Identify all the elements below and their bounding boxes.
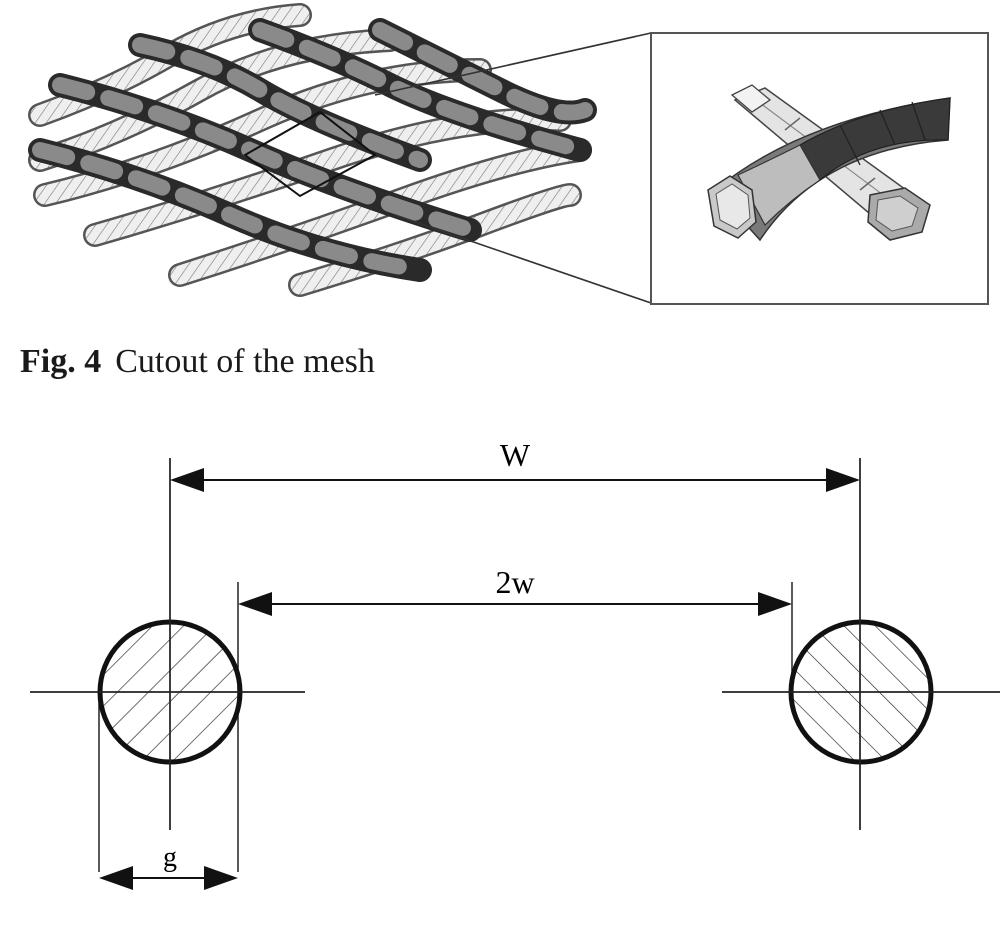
zoom-connector-bottom	[394, 214, 652, 304]
pitch-label: W	[500, 437, 531, 473]
mesh-figure	[28, 3, 989, 305]
diameter-dimension: g	[99, 842, 238, 890]
figure-number: Fig. 4	[20, 343, 102, 380]
wire-dimension-drawing: W 2w g	[30, 437, 1000, 890]
pitch-dimension: W	[170, 437, 860, 492]
zoomed-wire-crossing	[707, 84, 951, 242]
figure-caption: Fig. 4 Cutout of the mesh	[20, 340, 375, 384]
opening-label: 2w	[495, 564, 534, 600]
opening-dimension: 2w	[238, 564, 792, 616]
diameter-label: g	[163, 842, 177, 873]
woven-wire-mesh	[28, 3, 597, 297]
zoom-connector-top	[374, 32, 652, 96]
cutout-selection-rhombus	[243, 110, 377, 198]
figure-caption-text: Cutout of the mesh	[115, 343, 375, 380]
